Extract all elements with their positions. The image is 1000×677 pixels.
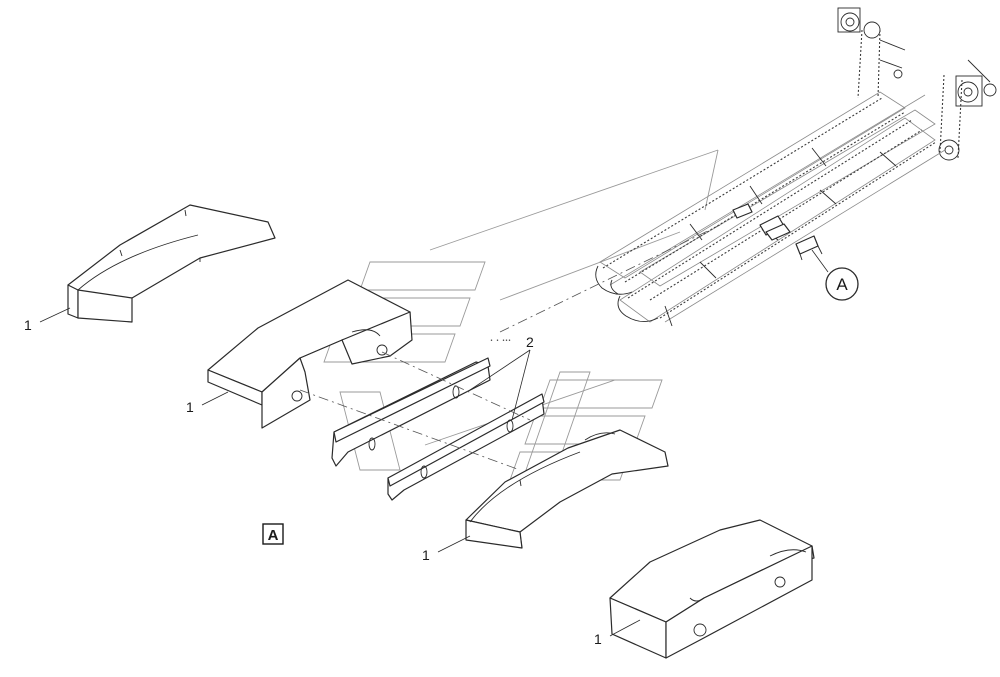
callout-1-c[interactable]: 1 <box>422 535 471 563</box>
small-mark-text: • • ••• <box>490 338 511 344</box>
callout-1-d[interactable]: 1 <box>594 619 641 647</box>
drive-unit-right <box>938 59 997 161</box>
detail-leader-line <box>811 249 829 273</box>
callout-1-d-label: 1 <box>594 631 602 647</box>
callout-1-c-label: 1 <box>422 547 430 563</box>
assembly-centerlines <box>299 224 721 471</box>
view-label-letter: A <box>268 527 279 544</box>
callout-1-b-label: 1 <box>186 399 194 415</box>
drive-unit-left <box>837 7 906 99</box>
callout-1-a[interactable]: 1 <box>24 307 71 333</box>
installed-pads <box>732 203 823 261</box>
detail-callout-letter: A <box>836 275 848 294</box>
conveyor-assembly: A <box>595 7 997 327</box>
wear-pad-part-1-b <box>207 279 413 429</box>
strip-part-2-a <box>331 357 491 467</box>
view-label-a: A <box>262 523 284 545</box>
detail-callout-a[interactable]: A <box>825 267 859 301</box>
wear-pad-part-1-d <box>609 519 815 659</box>
strip-part-2-b <box>387 393 545 501</box>
callout-2[interactable]: 2 <box>469 334 534 421</box>
wear-pad-part-1-a <box>67 204 276 323</box>
callout-1-b[interactable]: 1 <box>186 391 229 415</box>
callout-1-a-label: 1 <box>24 317 32 333</box>
wear-pad-part-1-c <box>465 429 669 549</box>
conveyor-rails <box>595 91 946 327</box>
callout-2-label: 2 <box>526 334 534 350</box>
